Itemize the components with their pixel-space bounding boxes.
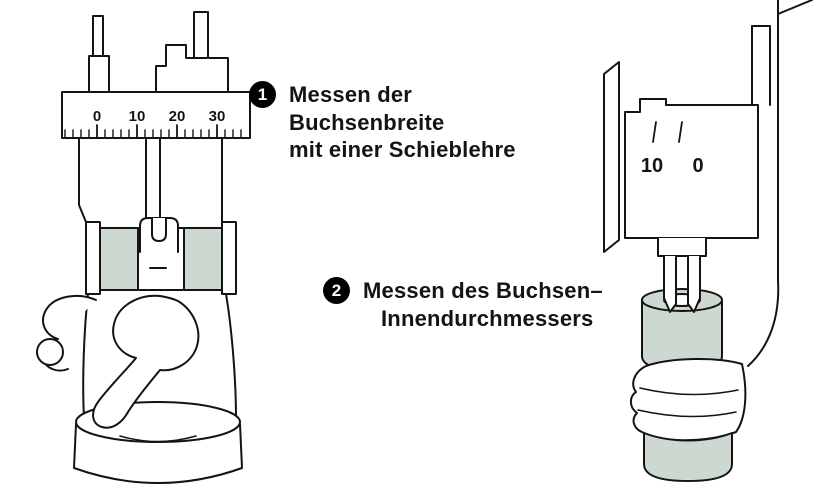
caliper-upper-block-left [88, 55, 110, 93]
vise-body-right-edge [225, 293, 237, 419]
step-1-text-line-3: mit einer Schieblehre [289, 137, 516, 162]
caliper-body [624, 98, 759, 239]
jaw-right [221, 221, 237, 295]
arm-curve [747, 279, 780, 367]
finger-lines [637, 387, 739, 418]
step-1-text-line-1: Messen der [289, 82, 413, 107]
hand-outline [629, 358, 747, 442]
step-2-text: Messen des Buchsen– Innendurchmessers [363, 277, 603, 332]
step-2-text-line-2: Innendurchmessers [381, 305, 594, 331]
scale-number: 30 [209, 108, 226, 125]
scale-ticks-minor [64, 129, 242, 138]
wrist-cylinder [643, 432, 733, 482]
caliper-beam [751, 25, 771, 106]
step-1-badge: 1 [249, 81, 276, 108]
caliper-upper-block-right [155, 44, 229, 93]
vise-body-left-edge [82, 293, 89, 419]
prong-right [687, 255, 701, 313]
step-2-badge: 2 [323, 277, 350, 304]
prong-neck [657, 237, 707, 257]
arm-diagonal [777, 0, 813, 15]
scale-number: 20 [169, 108, 186, 125]
caliper-center-rod [145, 137, 161, 219]
step-2-annotation: 2 Messen des Buchsen– Innendurchmessers [323, 277, 603, 332]
scale-number: 0 [93, 108, 101, 125]
prong-left [663, 255, 677, 313]
step-1-annotation: 1 Messen der Buchsenbreite mit einer Sch… [249, 81, 516, 164]
caliper-fixed-plate [603, 61, 620, 253]
scale-number: 0 [692, 155, 703, 177]
vise-knob [36, 338, 64, 366]
clamp-handle [92, 294, 200, 429]
base-cylinder-inner-rim [119, 435, 197, 443]
caliper-body-left-edge [78, 137, 87, 223]
vise-lobe-upper [42, 294, 97, 340]
step-2-text-line-1: Messen des Buchsen– [363, 278, 603, 303]
scale-number: 10 [641, 155, 663, 177]
scale-number: 10 [129, 108, 146, 125]
step-1-text: Messen der Buchsenbreite mit einer Schie… [289, 81, 516, 164]
body-scale-ticks [652, 121, 683, 143]
caliper-upper-strip-right [193, 11, 209, 59]
depth-tab-notch [151, 217, 167, 242]
bushing-end-left [99, 227, 139, 291]
caliper-scale-bar [61, 91, 251, 139]
left-caliper-illustration: 0 10 20 30 [36, 11, 251, 484]
bushing-end-right [183, 227, 223, 291]
step-1-text-line-2: Buchsenbreite [289, 109, 445, 135]
caliper-upper-strip-left [92, 15, 104, 57]
jaw-left [85, 221, 101, 295]
right-caliper-illustration: 10 0 [603, 0, 813, 482]
scale-ticks-major [96, 124, 218, 138]
